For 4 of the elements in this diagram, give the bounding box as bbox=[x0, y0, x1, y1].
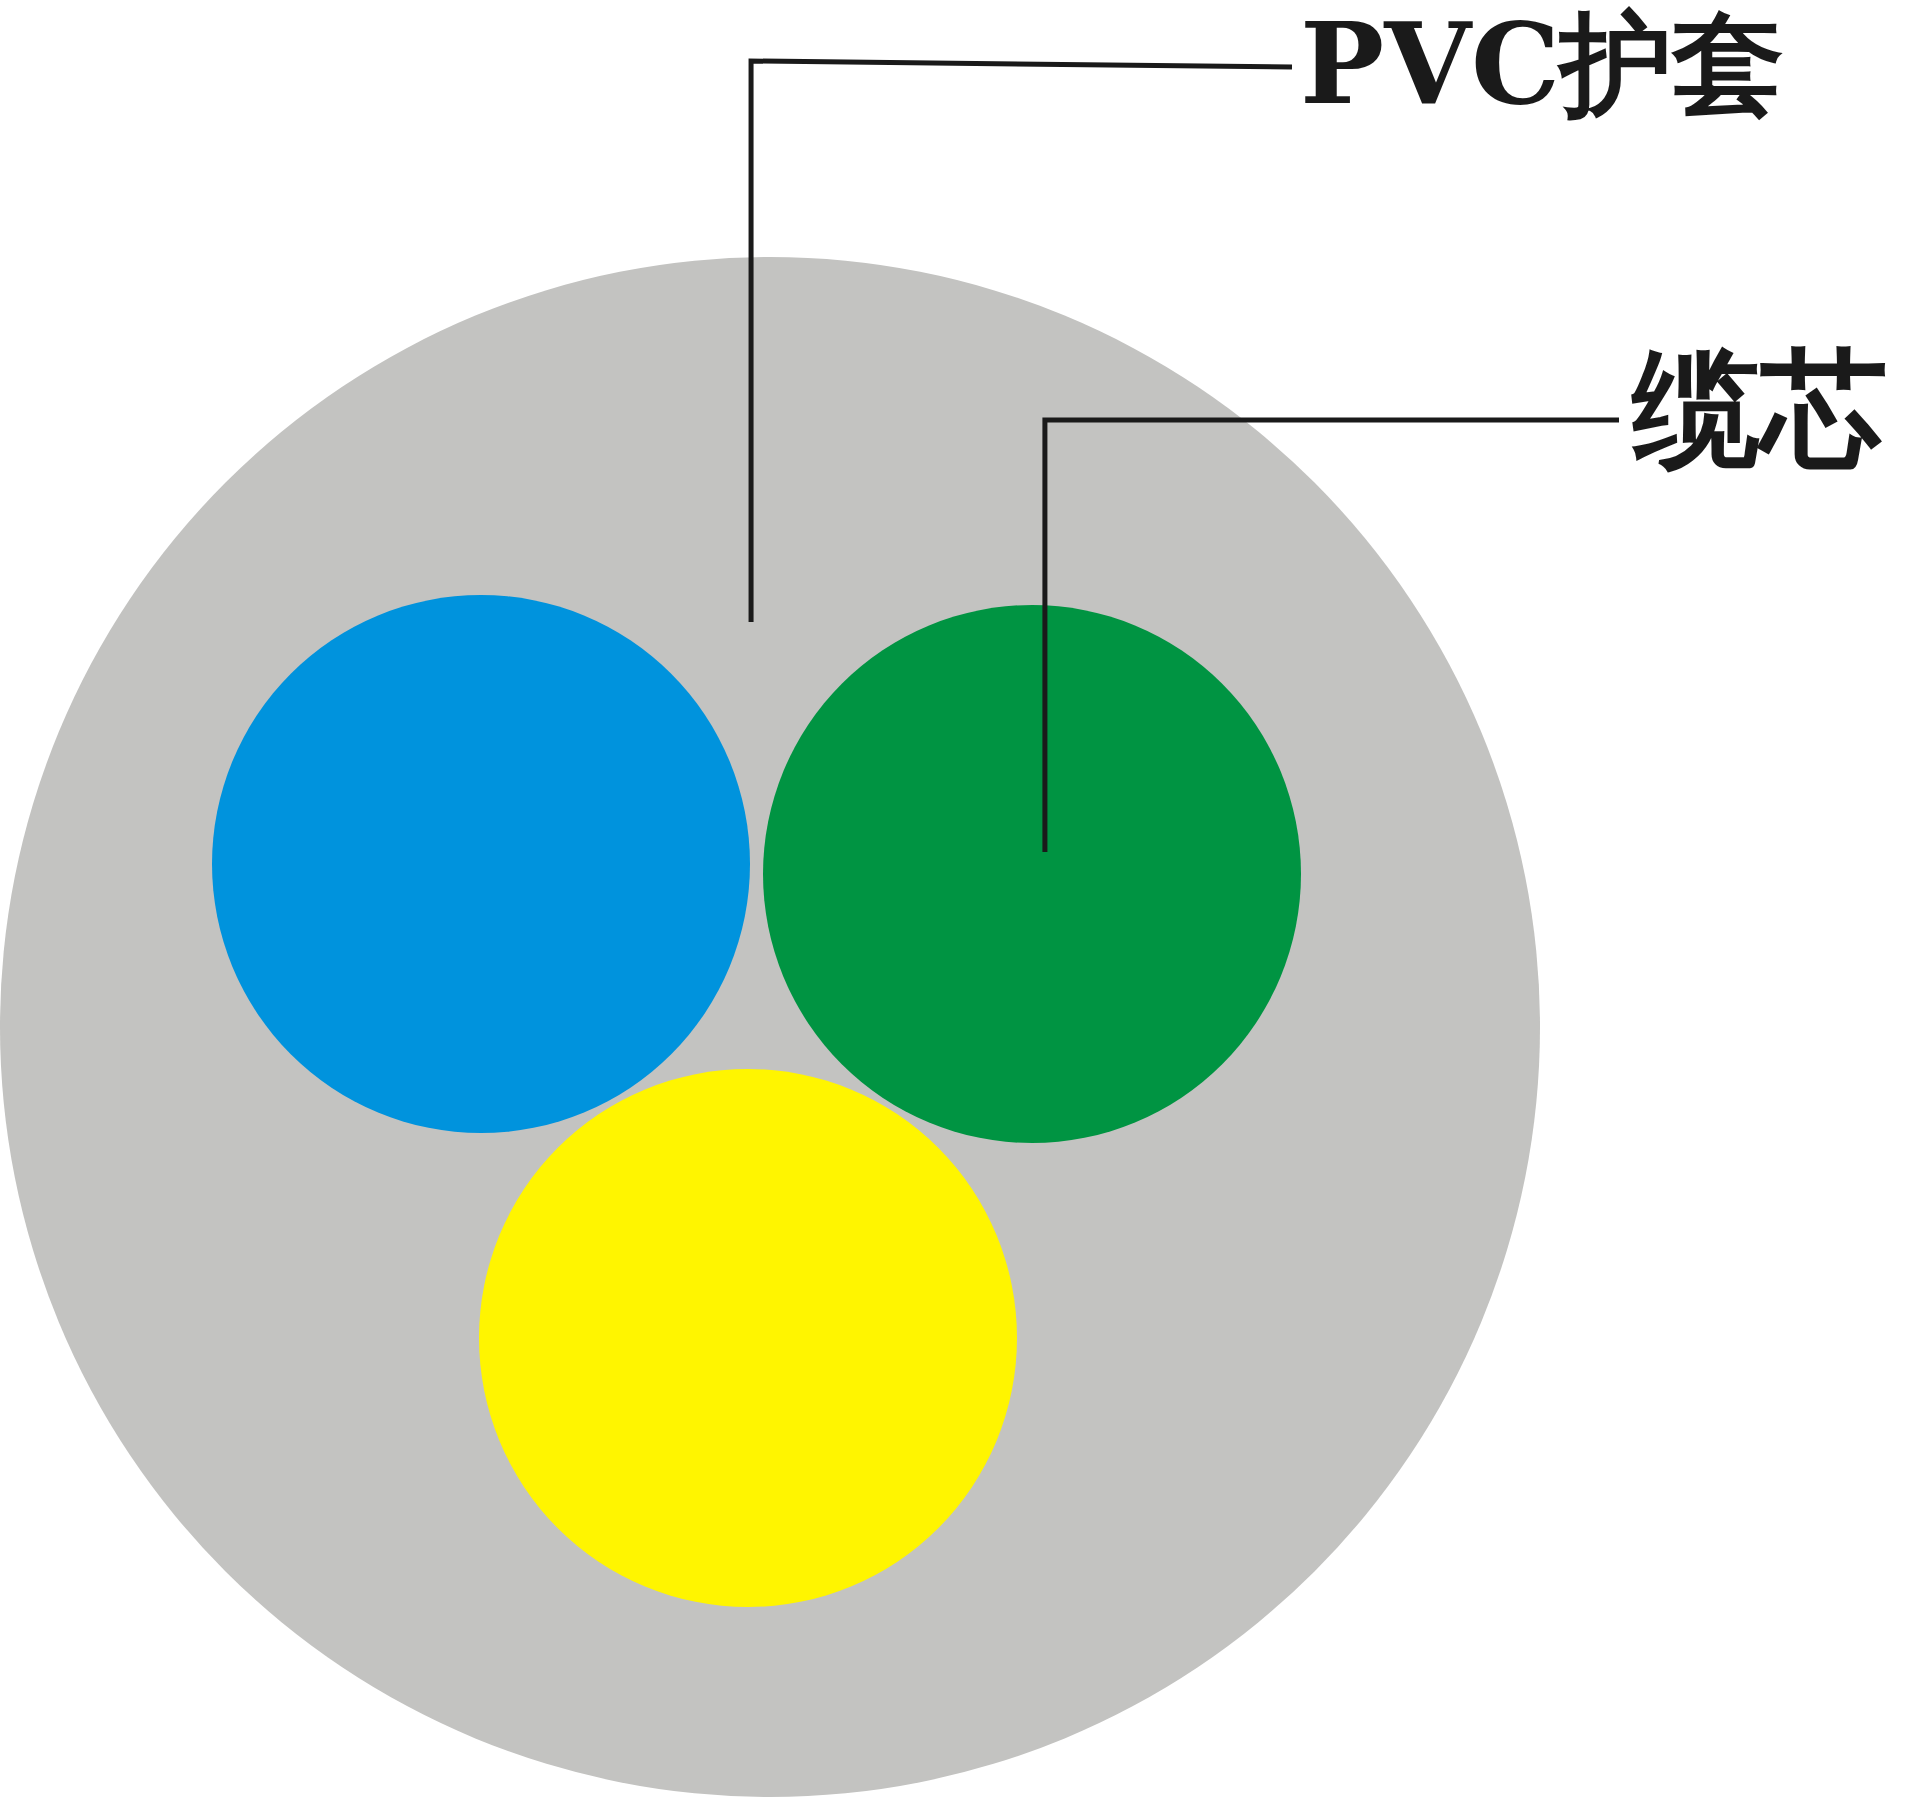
leader-line bbox=[748, 58, 1293, 622]
leader-line bbox=[1042, 417, 1619, 852]
callout-label: 缆芯 bbox=[1632, 344, 1888, 472]
callout-label: PVC护套 bbox=[1300, 8, 1785, 120]
